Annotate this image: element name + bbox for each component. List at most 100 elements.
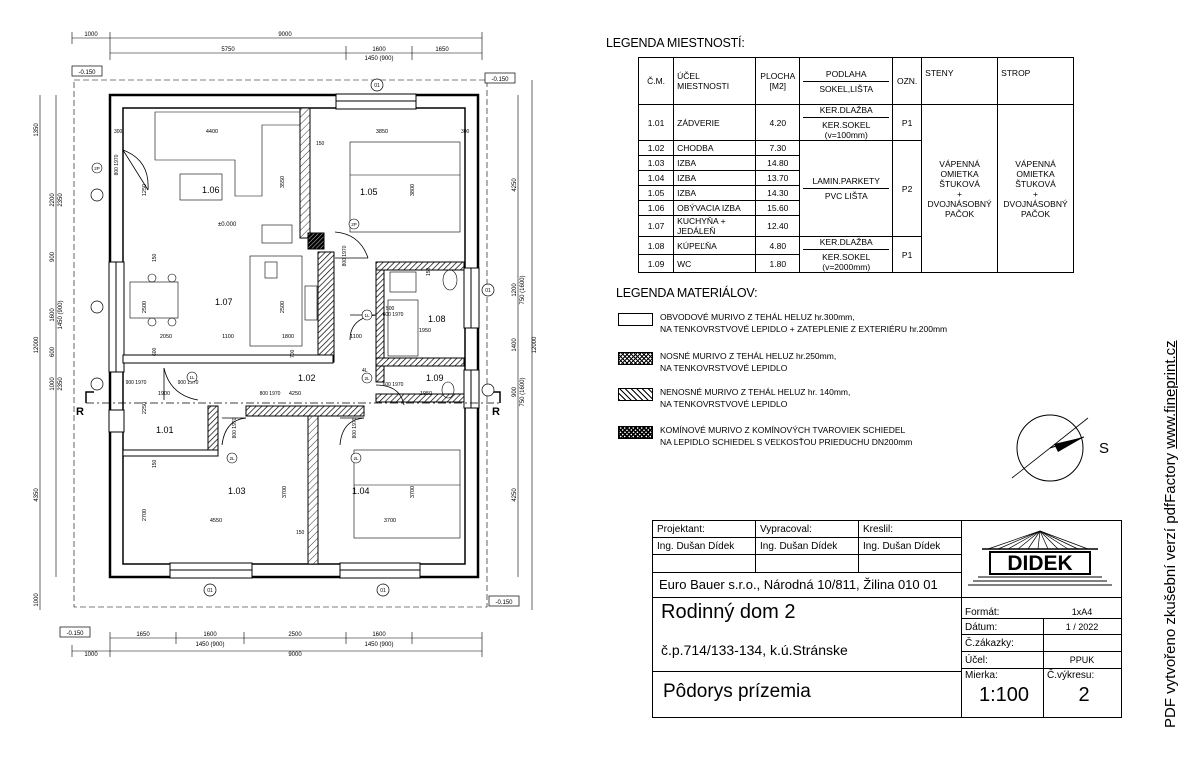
parcel: č.p.714/133-134, k.ú.Stránske xyxy=(661,642,848,658)
cell: WC xyxy=(673,254,757,273)
material-swatch xyxy=(618,352,653,365)
cell-line: OMIETKA xyxy=(940,168,979,179)
dim-small: 300 xyxy=(461,129,470,135)
material-swatch xyxy=(618,426,653,439)
drawing-name: Pôdorys prízemia xyxy=(663,681,811,702)
door-label: 600 1970 xyxy=(383,312,404,318)
cell-line: DVOJNÁSOBNÝ xyxy=(927,198,992,209)
col-header: Č.M. xyxy=(637,57,675,105)
cell: LAMIN.PARKETY xyxy=(803,176,890,189)
strop-cell: VÁPENNÁ OMIETKA ŠTUKOVÁ + DVOJNÁSOBNÝ PA… xyxy=(997,104,1074,273)
dim-top-left: 1000 xyxy=(84,32,98,38)
cell: KÚPEĽŇA xyxy=(673,236,757,255)
cell: KER.SOKEL (v=100mm) xyxy=(822,120,871,140)
cell-line: VÁPENNÁ xyxy=(1015,158,1056,169)
table-header-row: Č.M. ÚČEL MIESTNOSTI PLOCHA [M2] PODLAHA… xyxy=(637,57,1074,105)
axis-label: 01 xyxy=(374,83,380,89)
axis-label: 01 xyxy=(207,588,213,594)
dim-right-total: 12000 xyxy=(532,336,538,353)
format-value: 1xA4 xyxy=(1071,607,1093,617)
col-header: PODLAHA xyxy=(803,69,890,82)
company: Euro Bauer s.r.o., Národná 10/811, Žilin… xyxy=(659,577,938,592)
dim-inner: 2050 xyxy=(160,334,172,340)
cell: KER.DLAŽBA xyxy=(803,237,890,250)
door-label: 800 1970 xyxy=(352,417,358,438)
room-number: 1.07 xyxy=(215,297,233,307)
cell: 13.70 xyxy=(755,170,801,186)
dim-bottom-window: 1450 (900) xyxy=(364,642,393,648)
dim-top-total: 9000 xyxy=(278,32,292,38)
cell: P2 xyxy=(892,140,923,237)
material-text: NA TENKOVRSTVOVÉ LEPIDLO xyxy=(660,399,788,409)
dim-small: 150 xyxy=(296,530,305,536)
cell-line: ŠTUKOVÁ xyxy=(1015,178,1056,189)
dim-inner: 1950 xyxy=(419,328,431,334)
dim-left: 1000 xyxy=(50,377,56,391)
company-logo: DIDEK xyxy=(968,527,1113,591)
project-name: Rodinný dom 2 xyxy=(661,601,796,623)
dim-left: 1600 xyxy=(50,308,56,322)
watermark-link[interactable]: www.fineprint.cz xyxy=(1162,340,1179,449)
dim-small: 600 xyxy=(152,347,158,356)
door-swings xyxy=(122,149,405,446)
vypracoval-value: Ing. Dušan Dídek xyxy=(760,541,838,552)
section-mark: R xyxy=(492,406,500,418)
col-header: PLOCHA [M2] xyxy=(755,57,801,105)
dim-inner: 3850 xyxy=(376,129,388,135)
table-row: 1.07 KUCHYŇA + JEDÁLEŇ 12.40 xyxy=(637,215,1074,237)
dim-inner: 2500 xyxy=(280,301,286,313)
windows xyxy=(108,93,480,579)
furniture xyxy=(129,111,461,539)
door-label: 600 1970 xyxy=(383,382,404,388)
cell: 1.08 xyxy=(637,236,675,255)
cell: 1.09 xyxy=(637,254,675,273)
cell: 1.03 xyxy=(637,155,675,171)
mierka-value: 1:100 xyxy=(978,684,1030,706)
dim-bottom-window: 1450 (900) xyxy=(195,642,224,648)
material-text: NENOSNÉ MURIVO Z TEHÁL HELUZ hr. 140mm, xyxy=(660,387,851,397)
col-header-podlaha: PODLAHA SOKEL,LIŠTA xyxy=(799,57,894,105)
dim-small: 150 xyxy=(316,141,325,147)
door-label: 800 1970 xyxy=(232,417,238,438)
level-tag: -0.150 xyxy=(66,631,84,637)
dim-small: 150 xyxy=(152,459,158,468)
datum-value: 1 / 2022 xyxy=(1065,622,1099,632)
mierka-label: Mierka: xyxy=(965,670,998,681)
dim-top-part: 1650 xyxy=(435,47,449,53)
datum-label: Dátum: xyxy=(965,622,998,633)
cell-line: + xyxy=(957,188,963,199)
axis-bubbles xyxy=(90,78,495,597)
door-tag: 2P xyxy=(351,222,357,227)
vykresu-value: 2 xyxy=(1078,684,1090,706)
col-header: STROP xyxy=(997,57,1074,105)
dim-inner: 1250 xyxy=(142,184,148,196)
cell: 1.07 xyxy=(637,215,675,237)
cell: 1.02 xyxy=(637,140,675,156)
cell: IZBA xyxy=(673,170,757,186)
dim-right: 4250 xyxy=(512,488,518,502)
dim-inner: 3700 xyxy=(384,518,396,524)
dim-top-window: 1450 (900) xyxy=(364,56,393,62)
cell: OBÝVACIA IZBA xyxy=(673,200,757,216)
rooms-legend-title: LEGENDA MIESTNOSTÍ: xyxy=(606,36,745,50)
dim-left: 4350 xyxy=(34,488,40,502)
room-number: 1.04 xyxy=(352,486,370,496)
dim-inner: 1900 xyxy=(158,391,170,397)
kreslil-label: Kreslil: xyxy=(863,524,894,535)
dim-inner: 2250 xyxy=(142,402,148,414)
dim-inner: 1100 xyxy=(350,334,362,340)
dim-right: 1200 xyxy=(512,283,518,297)
dim-left: 2200 xyxy=(50,193,56,207)
zakazky-label: Č.zákazky: xyxy=(965,638,1014,649)
cell: IZBA xyxy=(673,185,757,201)
dim-top-part: 1600 xyxy=(372,47,386,53)
cell-line: OMIETKA xyxy=(1016,168,1055,179)
col-header: SOKEL,LIŠTA xyxy=(819,83,874,94)
dim-inner: 1800 xyxy=(282,334,294,340)
dim-left: 1000 xyxy=(34,593,40,607)
dim-inner: 3550 xyxy=(280,176,286,188)
dim-top-part: 5750 xyxy=(221,47,235,53)
dim-bottom-left: 1000 xyxy=(84,652,98,658)
